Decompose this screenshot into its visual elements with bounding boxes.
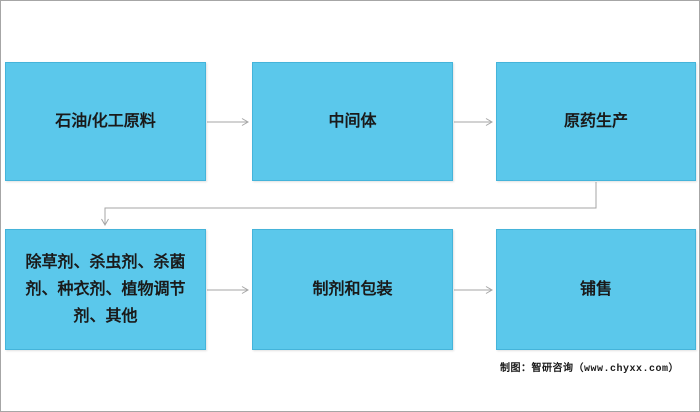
flow-node-formulation-packaging: 制剂和包装 [252, 229, 453, 350]
flow-node-product-categories: 除草剂、杀虫剂、杀菌剂、种衣剂、植物调节剂、其他 [5, 229, 206, 350]
flow-node-label: 铺售 [579, 281, 612, 298]
credit-watermark: 制图：智研咨询（www.chyxx.com） [499, 364, 679, 375]
flow-node-raw-materials: 石油/化工原料 [5, 62, 206, 181]
flow-node-sales: 铺售 [496, 229, 696, 350]
arrow-technical-to-categories [101, 182, 597, 226]
flow-node-technical-production: 原药生产 [496, 62, 696, 181]
flow-node-label: 石油/化工原料 [55, 113, 156, 130]
flow-node-label: 制剂和包装 [312, 281, 393, 298]
flow-node-label: 中间体 [328, 113, 377, 130]
flow-node-label: 原药生产 [563, 113, 628, 130]
flow-node-label: 除草剂、杀虫剂、杀菌剂、种衣剂、植物调节剂、其他 [25, 254, 186, 325]
flow-node-intermediates: 中间体 [252, 62, 453, 181]
